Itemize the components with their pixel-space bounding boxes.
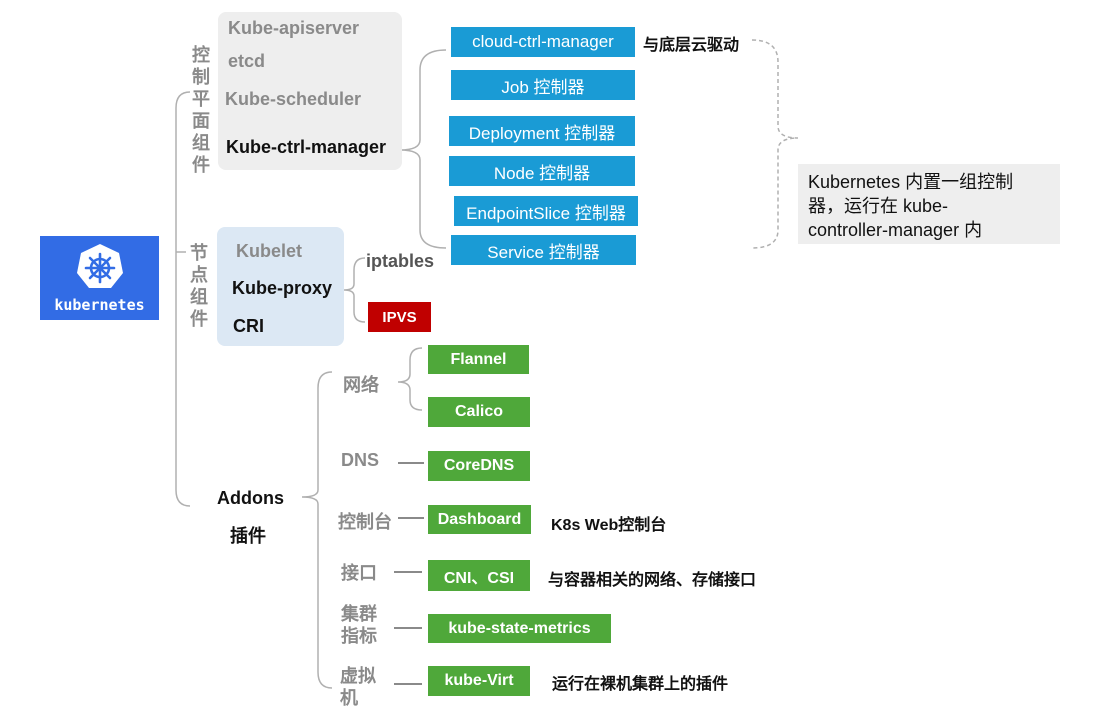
control-plane-label: 控 制 平 面 组 件 bbox=[191, 44, 211, 176]
kube-ctrl-manager-label: Kube-ctrl-manager bbox=[226, 137, 387, 157]
etcd-label: etcd bbox=[228, 51, 266, 71]
category-dns: DNS bbox=[341, 450, 380, 470]
callout-line: 器，运行在 kube- bbox=[808, 196, 949, 216]
trunk-bracket bbox=[175, 91, 191, 507]
network-brace bbox=[397, 347, 423, 411]
controller-deployment: Deployment 控制器 bbox=[449, 116, 635, 146]
category-interface: 接口 bbox=[341, 563, 377, 583]
cni-csi-box: CNI、CSI bbox=[428, 560, 530, 591]
controller-node: Node 控制器 bbox=[449, 156, 635, 186]
control-plane-box bbox=[218, 12, 402, 170]
addons-subtitle: 插件 bbox=[230, 526, 266, 546]
dashboard-note: K8s Web控制台 bbox=[551, 517, 667, 534]
node-components-label: 节 点 组 件 bbox=[189, 242, 209, 330]
cloud-note: 与底层云驱动 bbox=[643, 37, 740, 54]
ipvs-box: IPVS bbox=[368, 302, 431, 332]
kube-virt-box: kube-Virt bbox=[428, 666, 530, 696]
label-char: 件 bbox=[192, 155, 210, 175]
addons-brace bbox=[301, 371, 333, 689]
kube-apiserver-label: Kube-apiserver bbox=[228, 18, 360, 38]
label-char: 组 bbox=[192, 133, 210, 153]
node-components-box bbox=[217, 227, 344, 346]
label-char: 组 bbox=[190, 287, 208, 307]
label-char: 件 bbox=[190, 309, 208, 329]
controller-job: Job 控制器 bbox=[451, 70, 635, 100]
helm-wheel-icon bbox=[76, 244, 123, 288]
category-line: 集群 bbox=[341, 604, 377, 624]
dashboard-box: Dashboard bbox=[428, 505, 531, 534]
flannel-box: Flannel bbox=[428, 345, 529, 374]
kube-proxy-label: Kube-proxy bbox=[232, 278, 333, 298]
controller-endpointslice: EndpointSlice 控制器 bbox=[454, 196, 638, 226]
kubelet-label: Kubelet bbox=[236, 241, 303, 261]
category-metrics: 集群 指标 bbox=[341, 603, 377, 647]
category-virt: 虚拟 机 bbox=[340, 665, 376, 709]
label-char: 制 bbox=[192, 67, 210, 87]
proxy-brace bbox=[343, 257, 366, 323]
kube-scheduler-label: Kube-scheduler bbox=[225, 89, 362, 109]
label-char: 点 bbox=[190, 265, 208, 285]
category-network: 网络 bbox=[343, 375, 379, 395]
logo-text: kubernetes bbox=[54, 296, 145, 314]
kube-state-metrics-box: kube-state-metrics bbox=[428, 614, 611, 643]
label-char: 节 bbox=[190, 243, 208, 263]
cri-label: CRI bbox=[233, 316, 264, 336]
controller-service: Service 控制器 bbox=[451, 235, 636, 265]
iptables-label: iptables bbox=[366, 251, 435, 271]
coredns-box: CoreDNS bbox=[428, 451, 530, 481]
kubernetes-logo: kubernetes bbox=[40, 236, 159, 320]
callout-brace bbox=[751, 39, 799, 249]
controllers-callout: Kubernetes 内置一组控制 器，运行在 kube- controller… bbox=[798, 164, 1060, 244]
addons-title: Addons bbox=[217, 488, 284, 508]
label-char: 平 bbox=[192, 89, 210, 109]
kubevirt-note: 运行在裸机集群上的插件 bbox=[552, 676, 729, 693]
callout-line: Kubernetes 内置一组控制 bbox=[808, 172, 1014, 192]
controller-cloud: cloud-ctrl-manager bbox=[451, 27, 635, 57]
category-line: 虚拟 bbox=[340, 666, 376, 686]
ctrl-brace bbox=[399, 49, 447, 249]
category-line: 指标 bbox=[341, 626, 377, 646]
cni-note: 与容器相关的网络、存储接口 bbox=[548, 572, 757, 589]
category-line: 机 bbox=[340, 688, 358, 708]
label-char: 控 bbox=[192, 45, 210, 65]
label-char: 面 bbox=[192, 111, 210, 131]
callout-line: controller-manager 内 bbox=[808, 220, 983, 240]
category-dashboard: 控制台 bbox=[338, 512, 392, 532]
calico-box: Calico bbox=[428, 397, 530, 427]
